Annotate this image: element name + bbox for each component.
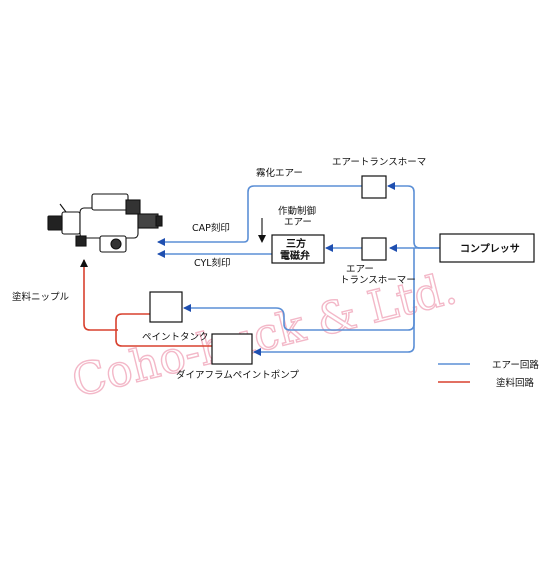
transformer-mid-label-1: エアー <box>346 264 374 275</box>
diaphragm-pump-label: ダイアフラムペイントポンプ <box>176 369 299 381</box>
transformer-mid-label-2: トランスホーマー <box>340 275 416 286</box>
compressor-label: コンプレッサ <box>460 242 520 255</box>
compressor-box <box>439 233 535 263</box>
paint-tank-box <box>149 291 183 323</box>
paint-circuit <box>80 259 212 347</box>
transformer-top-box <box>361 175 387 199</box>
transformer-top-label: エアートランスホーマ <box>332 157 426 168</box>
air-circuit <box>157 182 440 356</box>
spray-gun-icon <box>47 193 163 253</box>
diaphragm-pump-box <box>211 333 253 365</box>
legend-air-label: エアー回路 <box>492 359 539 371</box>
cap-port-label: CAP刻印 <box>192 222 230 234</box>
valve-label-1: 三方 <box>286 237 306 250</box>
legend-paint-label: 塗料回路 <box>496 377 535 389</box>
atomizing-air-label: 霧化エアー <box>256 167 303 179</box>
actuation-air-label-1: 作動制御 <box>278 205 316 217</box>
paint-nipple-label: 塗料ニップル <box>12 291 70 303</box>
cyl-port-label: CYL刻印 <box>194 257 231 269</box>
three-way-valve-box <box>271 234 325 264</box>
valve-label-2: 電磁弁 <box>280 249 310 262</box>
actuation-air-label-2: エアー <box>284 217 312 228</box>
legend: エアー回路 塗料回路 <box>438 359 539 389</box>
transformer-mid-box <box>361 237 387 261</box>
paint-tank-label: ペイントタンク <box>142 332 209 343</box>
